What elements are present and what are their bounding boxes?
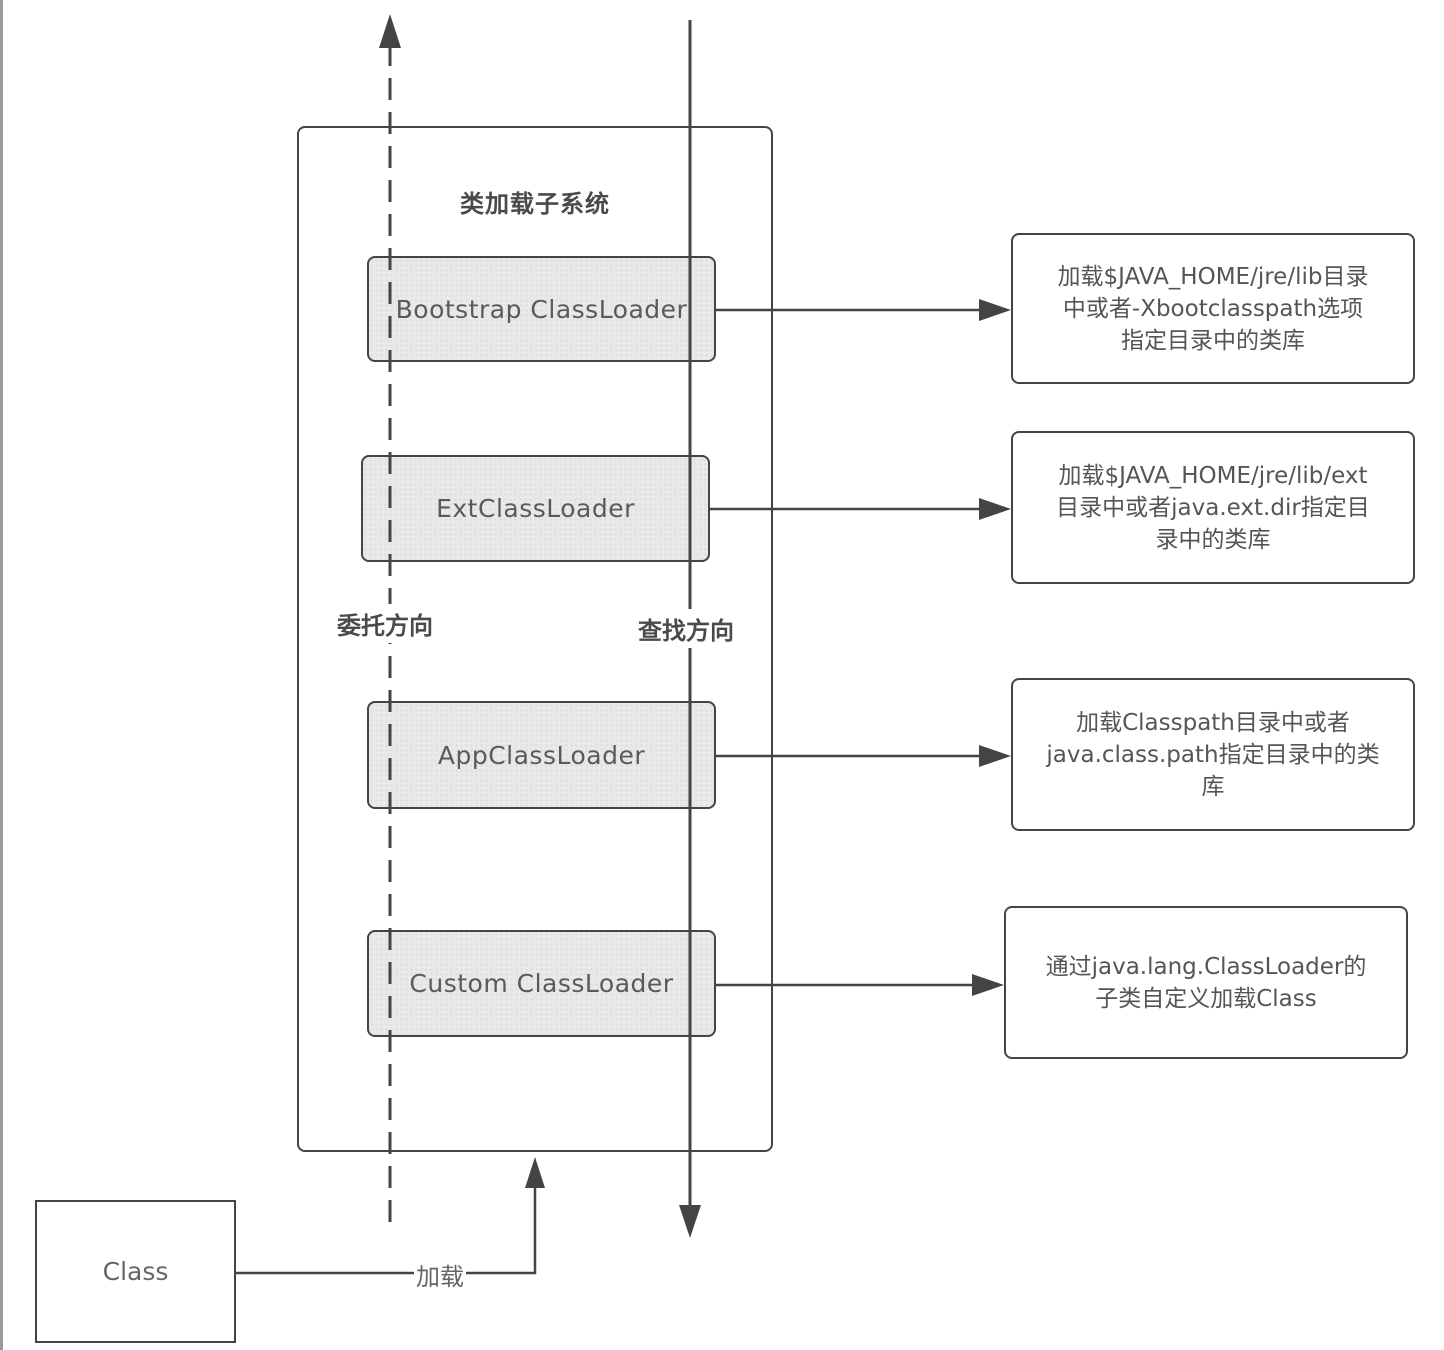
delegation-direction-label: 委托方向 xyxy=(337,604,433,643)
bootstrap-classloader-node: Bootstrap ClassLoader xyxy=(367,256,716,362)
ext-description: 加载$JAVA_HOME/jre/lib/ext 目录中或者java.ext.d… xyxy=(1011,431,1415,584)
lookup-direction-label: 查找方向 xyxy=(638,609,734,648)
bootstrap-arrowhead xyxy=(979,299,1011,321)
delegation-arrowhead xyxy=(379,14,401,48)
loader-label: Custom ClassLoader xyxy=(409,969,674,998)
description-text: 加载Classpath目录中或者 java.class.path指定目录中的类 … xyxy=(1046,709,1380,800)
loader-label: AppClassLoader xyxy=(437,740,646,770)
class-label: Class xyxy=(102,1257,169,1286)
bootstrap-description: 加载$JAVA_HOME/jre/lib目录 中或者-Xbootclasspat… xyxy=(1011,233,1415,384)
app-classloader-node: AppClassLoader xyxy=(367,701,716,809)
subsystem-title: 类加载子系统 xyxy=(460,190,610,218)
app-description: 加载Classpath目录中或者 java.class.path指定目录中的类 … xyxy=(1011,678,1415,831)
description-text: 加载$JAVA_HOME/jre/lib/ext 目录中或者java.ext.d… xyxy=(1056,462,1370,553)
app-arrowhead xyxy=(979,745,1011,767)
custom-arrowhead xyxy=(972,974,1004,996)
custom-classloader-node: Custom ClassLoader xyxy=(367,930,716,1037)
load-edge xyxy=(236,1185,537,1275)
class-node: Class xyxy=(35,1200,236,1343)
custom-description: 通过java.lang.ClassLoader的 子类自定义加载Class xyxy=(1004,906,1408,1059)
loader-label: Bootstrap ClassLoader xyxy=(395,294,688,324)
description-text: 通过java.lang.ClassLoader的 子类自定义加载Class xyxy=(1045,953,1367,1012)
description-text: 加载$JAVA_HOME/jre/lib目录 中或者-Xbootclasspat… xyxy=(1057,263,1369,354)
loader-label: ExtClassLoader xyxy=(436,494,635,523)
lookup-arrowhead xyxy=(679,1205,701,1238)
class-loader-subsystem xyxy=(297,126,773,1152)
load-arrowhead xyxy=(525,1157,545,1188)
page-edge xyxy=(0,0,3,1350)
load-edge-label: 加载 xyxy=(414,1257,466,1292)
ext-classloader-node: ExtClassLoader xyxy=(361,455,710,562)
ext-arrowhead xyxy=(979,498,1011,520)
